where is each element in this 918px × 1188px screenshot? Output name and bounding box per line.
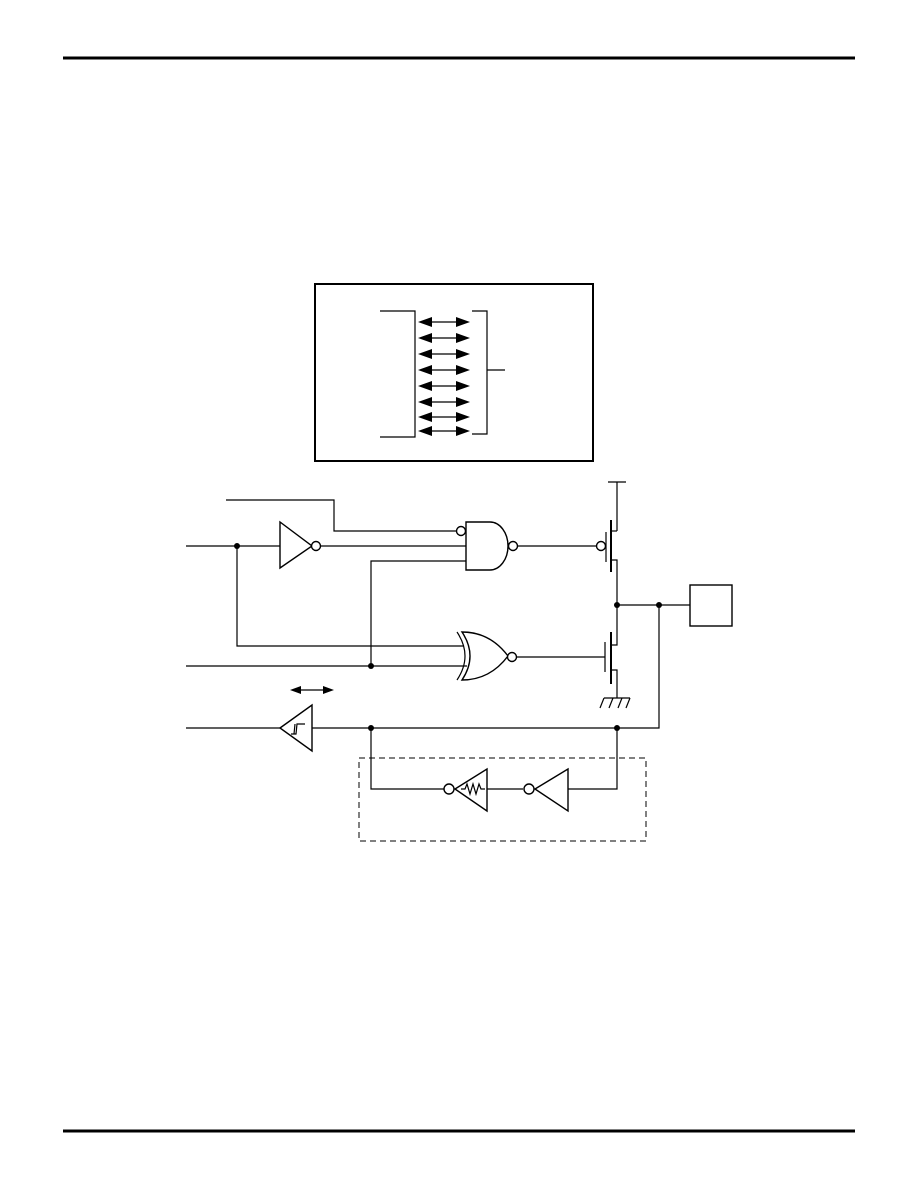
port-block-diagram bbox=[314, 283, 594, 462]
bidirectional-arrow-rows bbox=[418, 317, 470, 436]
bidirectional-arrow-2 bbox=[418, 349, 470, 359]
weak-inverter bbox=[443, 767, 488, 813]
register-bracket bbox=[380, 310, 416, 438]
bus-hold-frame bbox=[358, 757, 647, 842]
port-io-circuit bbox=[186, 481, 733, 842]
ground-symbol bbox=[599, 697, 631, 709]
wire-input-top bbox=[226, 499, 456, 532]
inverter-input bbox=[279, 520, 322, 570]
wire-enable-to-nand bbox=[370, 560, 466, 666]
bidirectional-arrow-7 bbox=[418, 426, 470, 436]
resistor-icon bbox=[461, 781, 485, 797]
bidirectional-arrow-0 bbox=[418, 317, 470, 327]
wire-pin-feedback bbox=[617, 605, 660, 729]
bidirectional-arrow-1 bbox=[418, 333, 470, 343]
xor-gate bbox=[456, 631, 518, 681]
p-channel-transistor bbox=[595, 481, 626, 605]
n-channel-transistor bbox=[604, 605, 618, 698]
schmitt-trigger-buffer bbox=[278, 703, 313, 753]
wire-keeper-left bbox=[370, 728, 444, 790]
nand-gate bbox=[455, 521, 519, 571]
keeper-inverter bbox=[523, 767, 569, 813]
direction-arrow bbox=[290, 686, 334, 694]
port-pin-box bbox=[689, 584, 733, 627]
wire-data-to-xor bbox=[236, 546, 463, 647]
bidirectional-arrow-6 bbox=[418, 412, 470, 422]
bidirectional-arrow-3 bbox=[418, 365, 470, 375]
hysteresis-icon bbox=[291, 723, 305, 735]
pin-bracket bbox=[472, 310, 488, 435]
bidirectional-arrow-5 bbox=[418, 397, 470, 407]
bidirectional-arrow-4 bbox=[418, 381, 470, 391]
port-block-frame bbox=[314, 283, 594, 462]
wire-keeper-right bbox=[568, 728, 618, 790]
